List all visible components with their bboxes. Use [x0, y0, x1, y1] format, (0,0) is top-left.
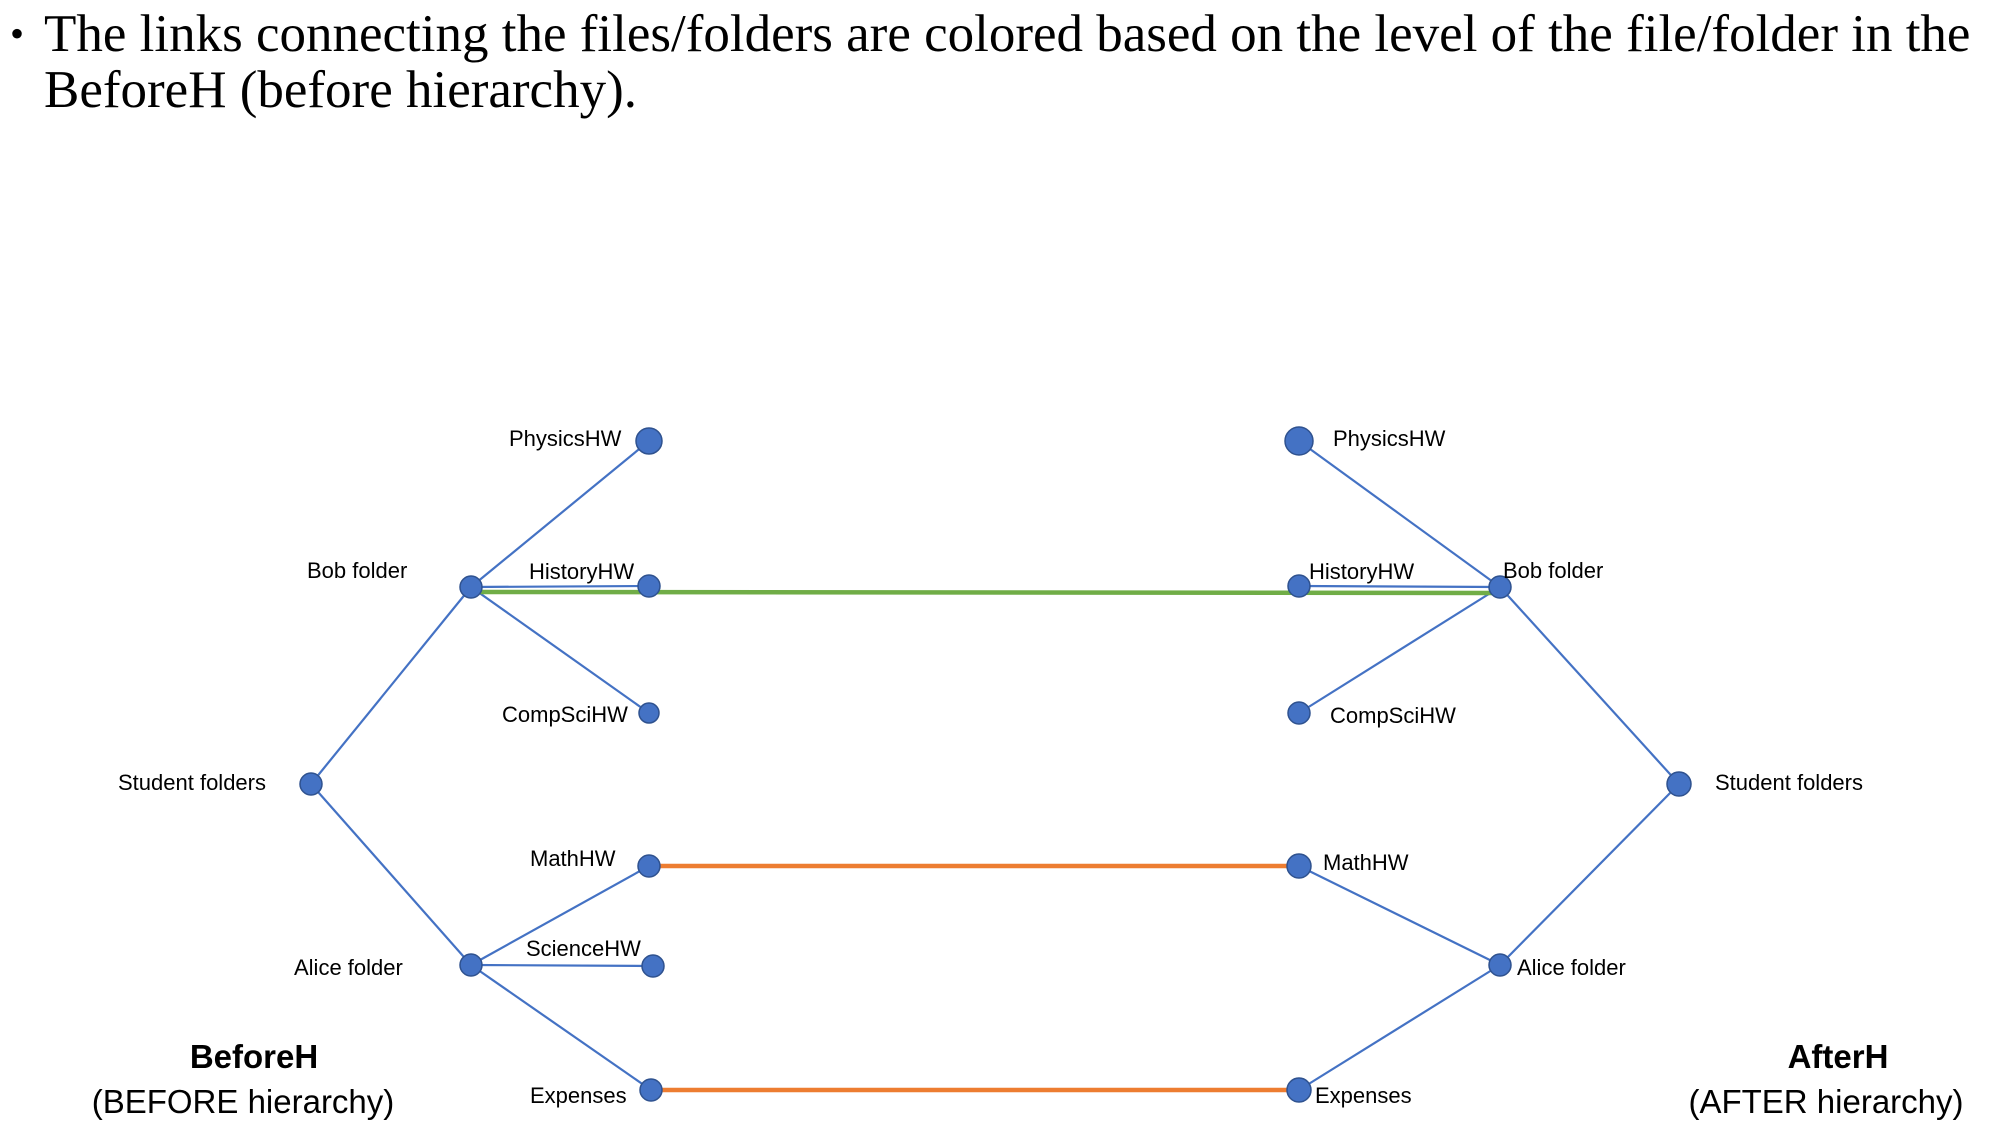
after-node-expenses — [1286, 1077, 1312, 1103]
before-label-physics: PhysicsHW — [509, 426, 622, 451]
before-label-alice: Alice folder — [294, 955, 403, 980]
after-label-expenses: Expenses — [1315, 1083, 1412, 1108]
after-edge-bob-physics — [1298, 440, 1501, 588]
before-node-bob — [459, 575, 483, 599]
before-node-math — [637, 854, 661, 878]
before-label-science: ScienceHW — [526, 936, 641, 961]
before-node-alice — [459, 953, 483, 977]
after-node-compsci — [1287, 701, 1311, 725]
before-label-history: HistoryHW — [529, 559, 634, 584]
before-node-science — [641, 954, 665, 978]
header-bullet-point: • The links connecting the files/folders… — [10, 6, 2000, 118]
after-edge-bob-history — [1298, 584, 1501, 589]
before-edge-alice-science — [470, 963, 654, 968]
after-node-bob — [1488, 575, 1512, 599]
before-node-compsci — [638, 702, 660, 724]
after-edge-alice-expenses — [1298, 964, 1501, 1091]
before-subtitle: (BEFORE hierarchy) — [92, 1083, 395, 1120]
before-label-expenses: Expenses — [530, 1083, 627, 1108]
before-edge-root-alice — [310, 783, 472, 966]
after-title: AfterH — [1788, 1038, 1889, 1075]
after-edge-bob-compsci — [1298, 586, 1501, 714]
before-title: BeforeH — [190, 1038, 318, 1075]
after-node-math — [1286, 853, 1312, 879]
before-node-history — [637, 574, 661, 598]
nodes-layer — [299, 426, 1692, 1103]
before-node-physics — [635, 427, 663, 455]
edges-layer — [310, 440, 1680, 1093]
labels-layer: Student folders Bob folder Alice folder … — [92, 426, 1964, 1120]
after-node-root — [1666, 771, 1692, 797]
before-edge-alice-math — [470, 865, 650, 966]
before-label-root: Student folders — [118, 770, 266, 795]
before-label-compsci: CompSciHW — [502, 702, 628, 727]
before-edge-alice-expenses — [470, 964, 652, 1091]
after-edge-root-alice — [1499, 783, 1680, 966]
after-edge-root-bob — [1499, 586, 1680, 785]
after-label-history: HistoryHW — [1309, 559, 1414, 584]
after-node-history — [1287, 574, 1311, 598]
after-label-math: MathHW — [1323, 850, 1409, 875]
after-edge-alice-math — [1298, 865, 1501, 966]
after-label-alice: Alice folder — [1517, 955, 1626, 980]
before-node-root — [299, 772, 323, 796]
after-node-physics — [1284, 426, 1314, 456]
bullet-glyph: • — [10, 11, 25, 56]
after-node-alice — [1488, 953, 1512, 977]
before-edge-bob-compsci — [470, 586, 650, 714]
after-subtitle: (AFTER hierarchy) — [1688, 1083, 1963, 1120]
before-edge-bob-physics — [470, 440, 650, 588]
cross-link-bob — [478, 589, 1493, 596]
after-label-compsci: CompSciHW — [1330, 703, 1456, 728]
before-edge-bob-history — [470, 584, 650, 589]
after-label-root: Student folders — [1715, 770, 1863, 795]
before-node-expenses — [639, 1078, 663, 1102]
header-text: The links connecting the files/folders a… — [44, 5, 1971, 119]
before-label-bob: Bob folder — [307, 558, 407, 583]
before-edge-root-bob — [310, 586, 472, 785]
before-label-math: MathHW — [530, 846, 616, 871]
after-label-bob: Bob folder — [1503, 558, 1603, 583]
after-label-physics: PhysicsHW — [1333, 426, 1446, 451]
